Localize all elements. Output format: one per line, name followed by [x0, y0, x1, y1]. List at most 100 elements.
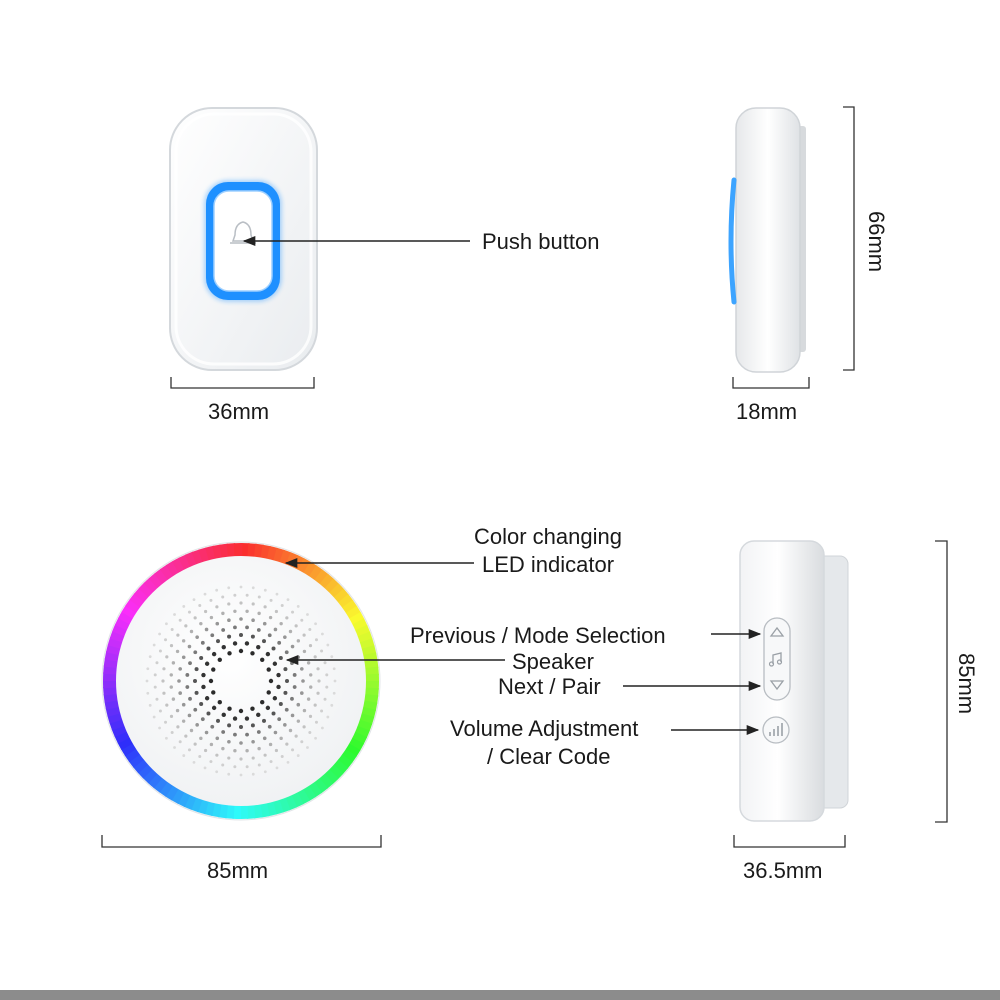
led-ring-segment: [308, 565, 324, 582]
speaker-hole: [269, 598, 273, 602]
led-ring: [103, 543, 379, 819]
push-button-front: [169, 107, 318, 371]
speaker-hole: [300, 691, 304, 695]
speaker-hole: [313, 655, 317, 659]
speaker-hole: [250, 706, 255, 711]
speaker-hole: [280, 604, 284, 608]
speaker-hole: [263, 753, 267, 757]
speaker-hole: [187, 748, 191, 752]
speaker-hole: [176, 725, 180, 729]
led-ring-segment: [319, 573, 335, 590]
speaker-hole: [209, 742, 214, 747]
bottom-bar: [0, 990, 1000, 1000]
led-ring-segment: [327, 763, 344, 780]
speaker-hole: [217, 657, 222, 662]
speaker-hole: [210, 724, 215, 729]
previous-button-icon: [769, 626, 785, 637]
speaker-hole: [263, 770, 267, 774]
speaker-hole: [245, 732, 249, 737]
led-ring-segment: [344, 743, 361, 758]
speaker-hole: [251, 740, 255, 744]
speaker-hole: [262, 718, 266, 723]
speaker-hole: [250, 651, 255, 656]
speaker-hole: [185, 673, 190, 677]
led-ring-segment: [111, 724, 128, 738]
speaker-hole: [199, 736, 203, 741]
speaker-hole: [309, 685, 313, 689]
speaker-hole: [193, 616, 197, 620]
speaker-hole: [217, 700, 222, 705]
speaker-hole: [221, 595, 225, 599]
led-ring-segment: [226, 543, 236, 558]
speaker-hole: [208, 678, 214, 684]
dim-button-width: 36mm: [208, 399, 270, 424]
speaker-hole: [162, 691, 166, 695]
speaker-hole: [181, 639, 186, 643]
speaker-hole: [189, 728, 194, 733]
led-ring-segment: [246, 804, 256, 819]
speaker-hole: [251, 602, 255, 606]
speaker-hole: [158, 632, 161, 636]
speaker-hole: [302, 649, 307, 654]
led-ring-segment: [128, 752, 145, 768]
led-ring-segment: [132, 758, 149, 774]
speaker-hole: [257, 611, 261, 616]
speaker-hole: [317, 679, 321, 683]
speaker-hole: [321, 726, 324, 730]
led-ring-segment: [344, 605, 362, 621]
speaker-hole: [278, 702, 283, 706]
speaker-hole: [169, 673, 173, 677]
led-ring-segment: [184, 551, 198, 568]
speaker-hole: [267, 633, 272, 638]
speaker-hole: [203, 766, 207, 770]
led-ring-segment: [153, 776, 169, 793]
speaker-hole: [333, 679, 337, 683]
led-ring-segment: [252, 803, 263, 819]
speaker-hole: [275, 592, 279, 596]
led-ring-segment: [142, 767, 159, 784]
speaker-hole: [184, 734, 188, 738]
speaker-hole: [260, 657, 265, 662]
speaker-hole: [161, 679, 165, 683]
receiver-side: [739, 540, 849, 822]
speaker-hole: [215, 605, 219, 609]
speaker-hole: [181, 719, 186, 723]
speaker-hole: [192, 598, 196, 601]
speaker-hole: [209, 615, 214, 620]
speaker-hole: [232, 716, 238, 721]
speaker-hole: [233, 625, 237, 630]
speaker-hole: [262, 736, 267, 741]
led-ring-segment: [117, 736, 134, 750]
speaker-hole: [262, 639, 266, 644]
speaker-hole: [314, 638, 318, 642]
speaker-hole: [276, 684, 281, 690]
speaker-hole: [330, 703, 334, 707]
speaker-hole: [296, 639, 301, 643]
dim-line-receiver-height: [935, 540, 948, 823]
speaker-hole: [291, 748, 295, 752]
speaker-hole: [284, 707, 289, 712]
led-ring-segment: [183, 793, 197, 810]
speaker-hole: [314, 736, 317, 740]
speaker-hole: [277, 640, 282, 645]
speaker-hole: [308, 643, 313, 648]
speaker-hole: [221, 763, 225, 767]
speaker-hole: [256, 712, 261, 718]
speaker-hole: [283, 635, 287, 639]
led-ring-segment: [103, 692, 119, 703]
label-led-line2: LED indicator: [482, 552, 615, 577]
speaker-hole: [153, 673, 157, 677]
speaker-hole: [314, 622, 317, 626]
led-ring-segment: [284, 794, 298, 811]
speaker-hole: [182, 754, 186, 757]
speaker-hole: [146, 667, 150, 671]
led-ring-segment: [323, 578, 340, 595]
led-ring-segment: [112, 623, 129, 637]
speaker-hole: [175, 708, 180, 713]
led-ring-segment: [273, 547, 286, 564]
speaker-hole: [193, 707, 198, 712]
speaker-hole: [221, 644, 226, 650]
speaker-grille: [145, 585, 337, 777]
led-ring-segment: [190, 796, 203, 813]
speaker-hole: [175, 649, 180, 654]
